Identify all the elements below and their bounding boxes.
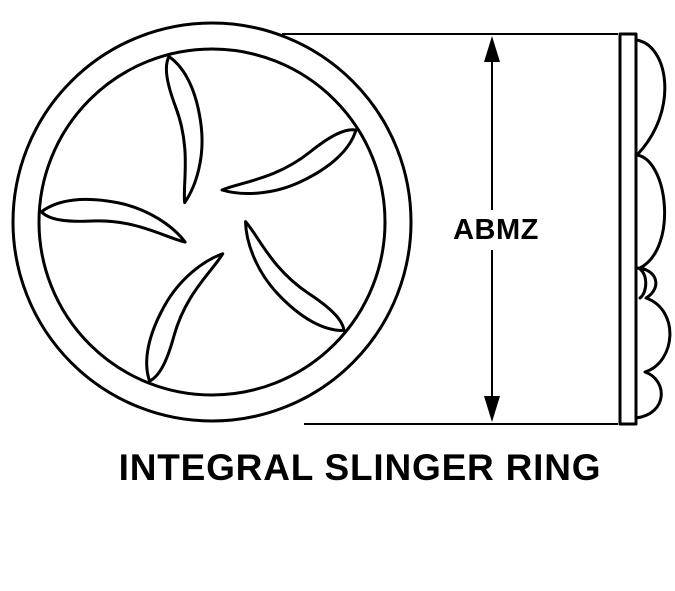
inner-ring-circle <box>37 47 387 397</box>
slinger-vane <box>39 197 187 244</box>
dimension-arrow-up <box>484 36 500 62</box>
dimension-label: ABMZ <box>453 214 539 246</box>
side-view-lobe-edge <box>636 266 648 300</box>
slinger-vane <box>145 252 225 383</box>
slinger-vanes <box>39 55 358 383</box>
side-view-lobes <box>634 38 672 420</box>
dimension-arrow-down <box>484 396 500 422</box>
slinger-vane <box>220 128 358 196</box>
drawing-caption: INTEGRAL SLINGER RING <box>118 447 602 488</box>
slinger-vane <box>164 55 204 205</box>
side-view-plate <box>618 32 638 426</box>
slinger-vane <box>244 220 346 333</box>
outer-ring-circle <box>11 21 413 423</box>
